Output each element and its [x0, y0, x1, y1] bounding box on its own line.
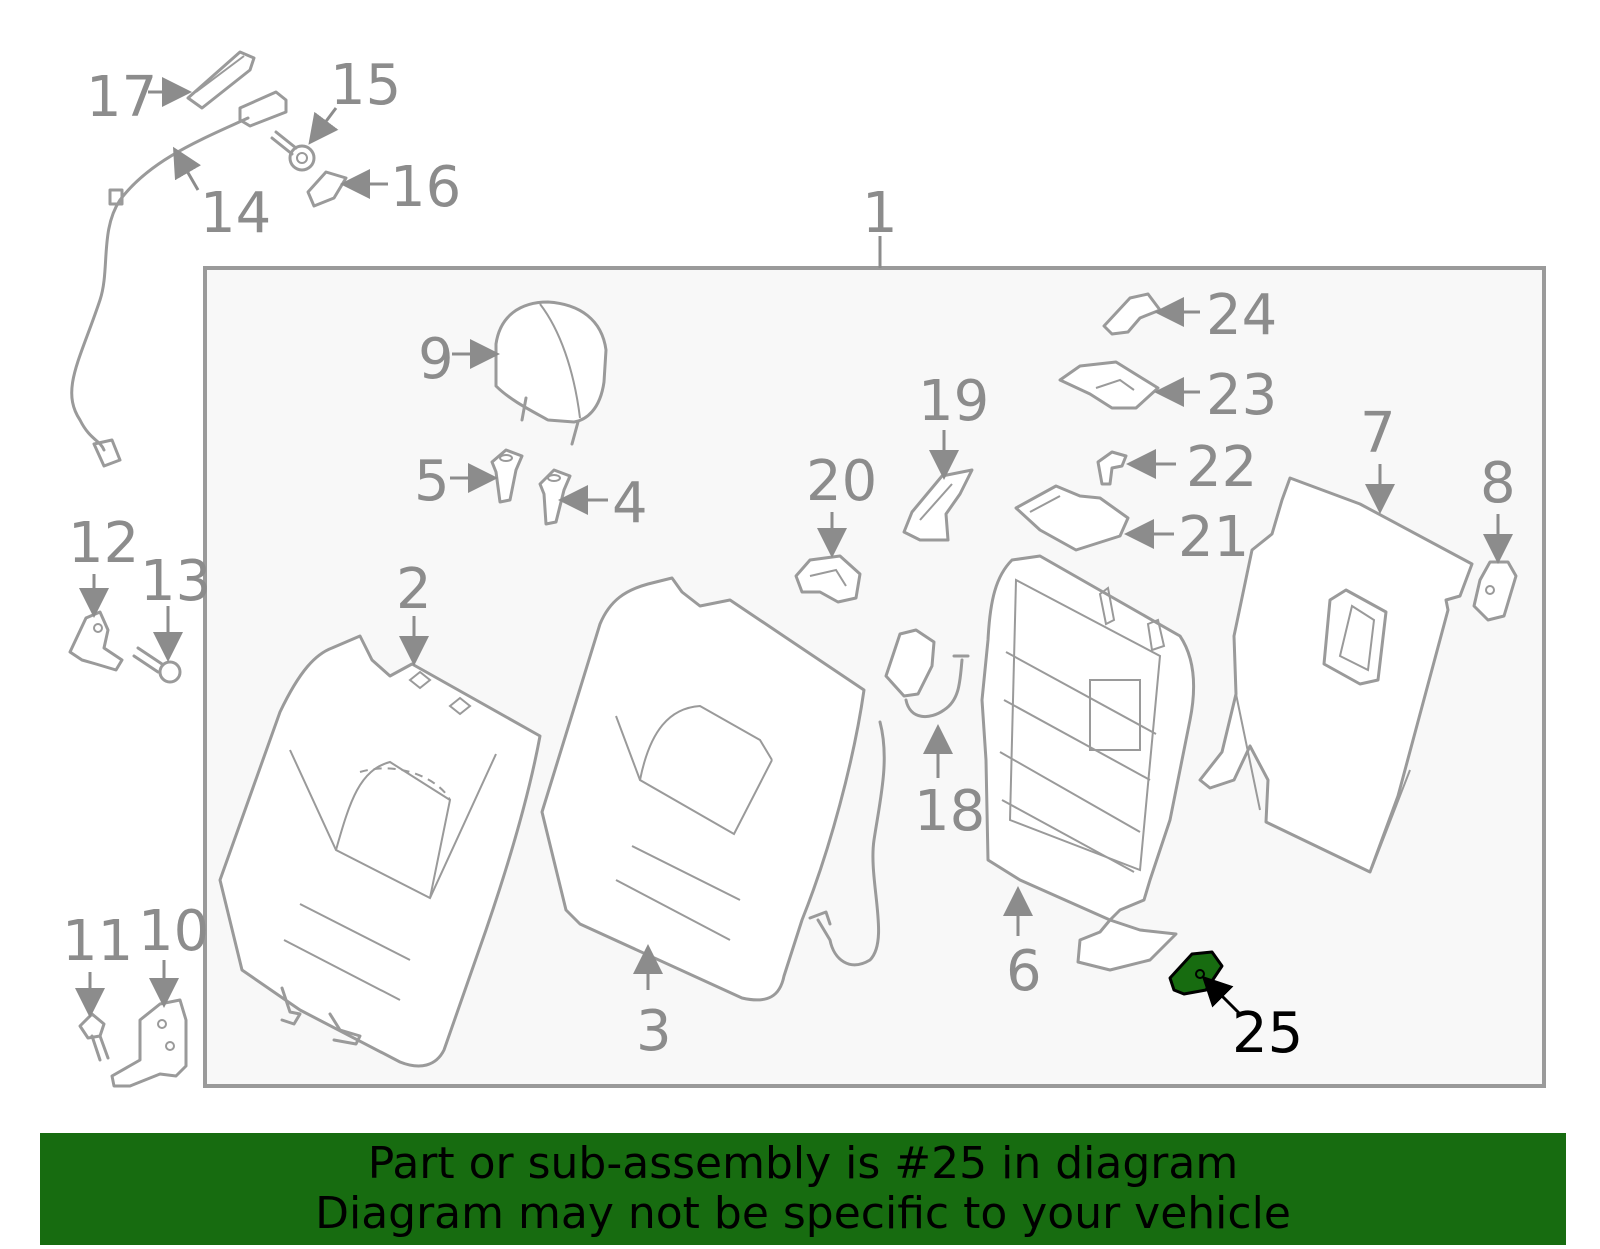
callout-4: 4 [612, 471, 648, 536]
callout-12: 12 [68, 511, 139, 576]
callout-11: 11 [62, 909, 133, 974]
part-15-bolt [270, 130, 316, 172]
callout-19: 19 [918, 369, 989, 434]
part-12-bracket [68, 610, 124, 672]
callout-17: 17 [86, 65, 157, 130]
callout-22: 22 [1186, 435, 1257, 500]
part-21-pad [1014, 484, 1130, 552]
callout-10: 10 [138, 899, 209, 964]
callout-1: 1 [862, 181, 898, 246]
callout-25: 25 [1232, 1001, 1303, 1066]
callout-7: 7 [1360, 401, 1396, 466]
callout-15: 15 [330, 53, 401, 118]
part-11-bolt [78, 1012, 110, 1062]
part-24-bracket [1102, 292, 1162, 336]
part-9-headrest [494, 300, 608, 446]
part-18-harness [808, 628, 970, 967]
part-3-seat-pad [540, 576, 866, 1002]
part-7-back-panel [1198, 476, 1474, 874]
callout-2: 2 [396, 557, 432, 622]
banner-line-1: Part or sub-assembly is #25 in diagram [367, 1138, 1239, 1189]
diagram-canvas: 1 17 14 15 16 12 13 [62, 50, 1546, 1088]
callout-13: 13 [140, 549, 211, 614]
callout-6: 6 [1006, 939, 1042, 1004]
callout-20: 20 [806, 449, 877, 514]
part-10-hinge [110, 998, 188, 1088]
callout-5: 5 [414, 449, 450, 514]
part-13-bolt [132, 646, 182, 684]
part-14-cable [70, 90, 288, 468]
banner-line-2: Diagram may not be specific to your vehi… [315, 1188, 1291, 1239]
part-2-seat-cover [218, 634, 542, 1068]
callout-14: 14 [200, 181, 271, 246]
callout-23: 23 [1206, 363, 1277, 428]
info-banner: Part or sub-assembly is #25 in diagram D… [40, 1133, 1566, 1245]
part-6-frame [980, 554, 1196, 972]
callout-3: 3 [636, 999, 672, 1064]
callout-21: 21 [1178, 505, 1249, 570]
part-17-bracket [186, 50, 256, 110]
callout-24: 24 [1206, 283, 1277, 348]
callout-16: 16 [390, 155, 461, 220]
part-22-clip [1096, 450, 1128, 486]
callout-8: 8 [1480, 451, 1516, 516]
part-23-bracket [1058, 360, 1160, 410]
callout-18: 18 [914, 779, 985, 844]
part-16-pad [306, 170, 348, 208]
part-20-clip [794, 554, 862, 604]
callout-9: 9 [418, 327, 454, 392]
